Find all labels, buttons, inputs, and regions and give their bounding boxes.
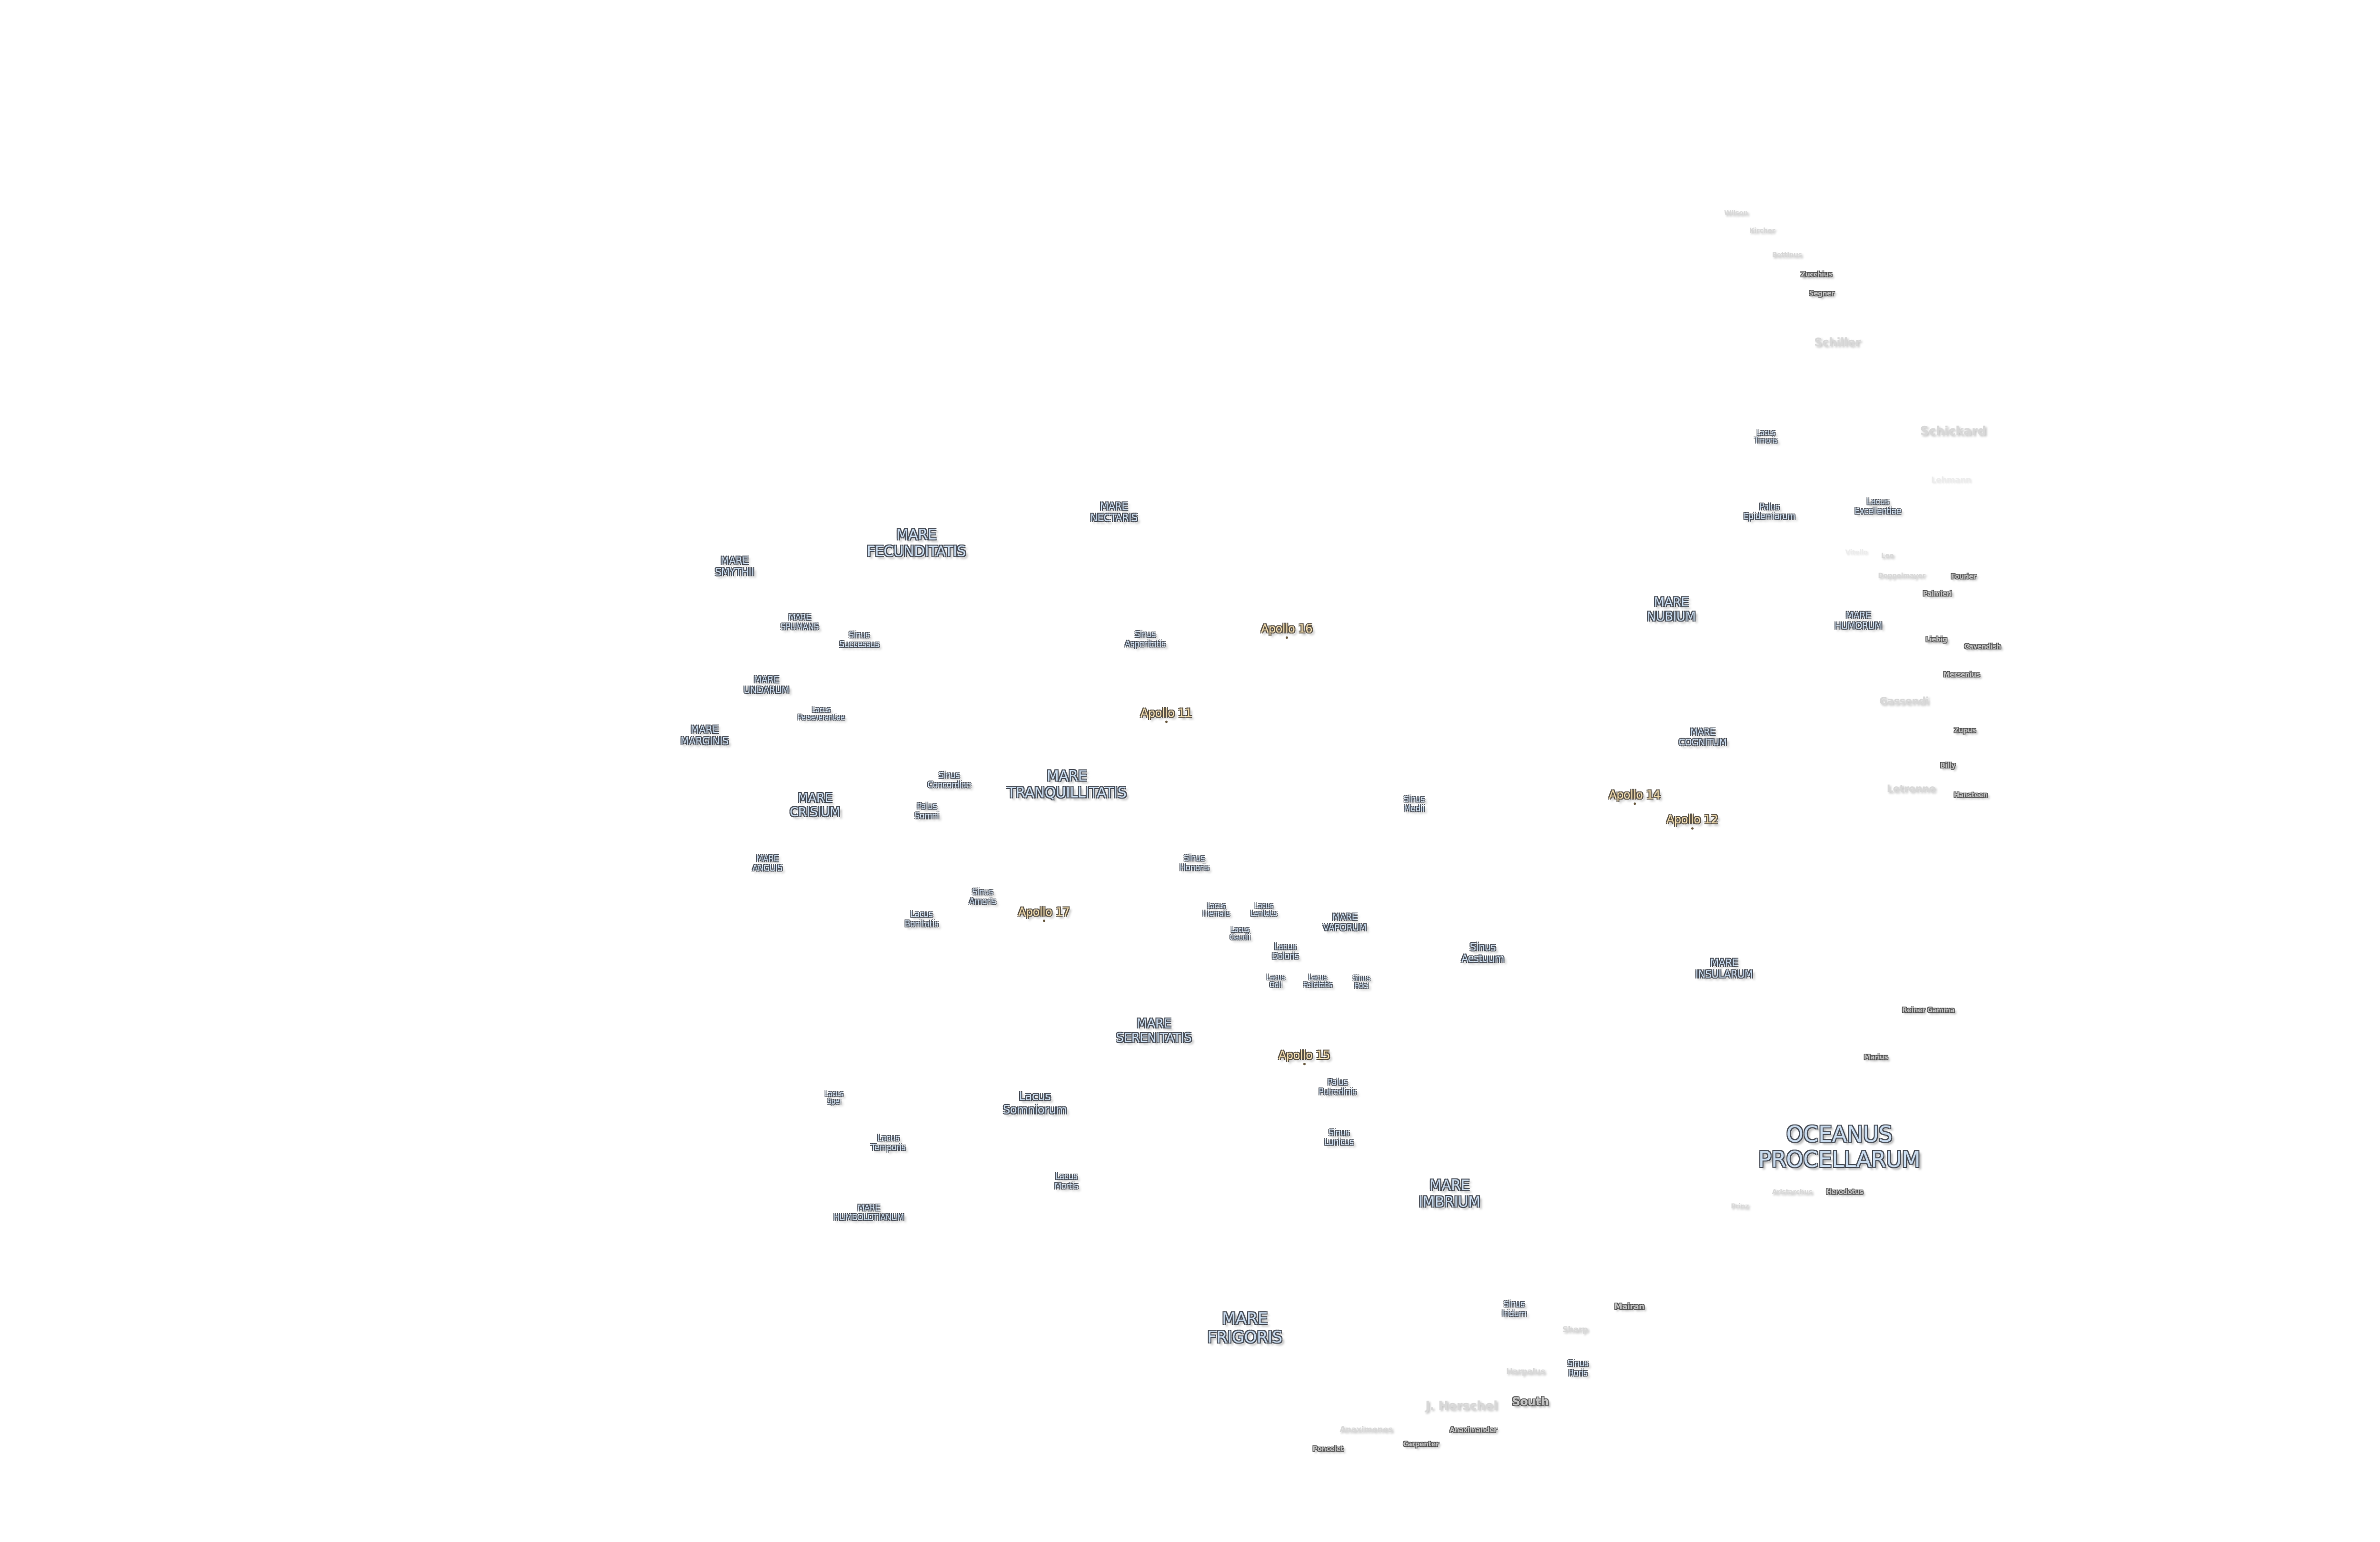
- crater-mersenius-label: Mersenius: [1943, 671, 1980, 679]
- apollo-12-landing-label: Apollo 12: [1666, 813, 1718, 830]
- palus-somni-label: Palus Somni: [914, 801, 939, 820]
- sinus-aestuum-label: Sinus Aestuum: [1461, 941, 1504, 964]
- crater-poncelet-label: Poncelet: [1312, 1445, 1344, 1453]
- sinus-honoris-label: Sinus Honoris: [1180, 853, 1209, 872]
- lacus-bonitatis-label: Lacus Bonitatis: [904, 909, 939, 929]
- apollo-16-landing-label: Apollo 16: [1260, 622, 1313, 639]
- lacus-odii-label: Lacus Odii: [1267, 973, 1285, 989]
- lacus-mortis-label: Lacus Mortis: [1054, 1172, 1078, 1191]
- crater-lee-label: Lee: [1881, 552, 1894, 560]
- crater-lehmann-label: Lehmann: [1931, 475, 1972, 485]
- crater-herodotus-label: Herodotus: [1826, 1188, 1863, 1196]
- apollo-17-landing-label: Apollo 17: [1018, 905, 1070, 922]
- crater-hansteen-label: Hansteen: [1954, 791, 1988, 799]
- lacus-lenitatis-label: Lacus Lenitatis: [1250, 902, 1277, 918]
- crater-liebig-label: Liebig: [1925, 635, 1947, 643]
- crater-palmieri-label: Palmieri: [1923, 590, 1952, 598]
- apollo-14-landing-label: Apollo 14: [1608, 788, 1661, 805]
- sinus-medii-label: Sinus Medii: [1404, 794, 1425, 813]
- sinus-asperitatis-label: Sinus Asperitatis: [1125, 630, 1166, 649]
- sinus-roris-label: Sinus Roris: [1567, 1359, 1588, 1378]
- crater-mairan-label: Mairan: [1614, 1302, 1645, 1312]
- crater-kircher-label: Kircher: [1749, 227, 1775, 235]
- crater-gassendi-label: Gassendi: [1879, 695, 1929, 707]
- mare-smythii-label: MARE SMYTHII: [715, 554, 754, 578]
- crater-j-herschel-label: J. Herschel: [1425, 1399, 1497, 1414]
- mare-spumans-label: MARE SPUMANS: [781, 613, 819, 632]
- palus-epidemiarum-label: Palus Epidemiarum: [1743, 502, 1795, 521]
- crater-letronne-label: Letronne: [1886, 782, 1936, 794]
- crater-aristarchus-label: Aristarchus: [1772, 1188, 1813, 1196]
- lacus-temporis-label: Lacus Temporis: [871, 1133, 906, 1152]
- reiner-gamma-label: Reiner Gamma: [1902, 1006, 1954, 1014]
- mare-humboldtianum-label: MARE HUMBOLDTIANUM: [833, 1203, 904, 1222]
- crater-prinz-label: Prinz: [1731, 1202, 1749, 1210]
- lacus-timoris-label: Lacus Timoris: [1755, 429, 1777, 445]
- mare-insularum-label: MARE INSULARUM: [1695, 957, 1753, 980]
- crater-zupus-label: Zupus: [1954, 726, 1976, 734]
- mare-fecunditatis-label: MARE FECUNDITATIS: [867, 526, 966, 560]
- crater-segner-label: Segner: [1809, 289, 1835, 297]
- mare-cognitum-label: MARE COGNITUM: [1678, 727, 1727, 748]
- mare-serenitatis-label: MARE SERENITATIS: [1116, 1017, 1192, 1045]
- palus-putredinis-label: Palus Putredinis: [1319, 1077, 1357, 1097]
- sinus-iridum-label: Sinus Iridum: [1502, 1299, 1527, 1318]
- crater-cavendish-label: Cavendish: [1964, 642, 2001, 651]
- lacus-excellentiae-label: Lacus Excellentiae: [1854, 497, 1901, 516]
- lacus-perseverantiae-label: Lacus Perseverantiae: [798, 706, 844, 722]
- crater-wilson-label: Wilson: [1724, 209, 1748, 217]
- lacus-hiemalis-label: Lacus Hiemalis: [1202, 902, 1230, 918]
- lacus-felicitatis-label: Lacus Felicitatis: [1303, 973, 1332, 989]
- lacus-gaudii-label: Lacus Gaudii: [1230, 926, 1250, 941]
- crater-schickard-label: Schickard: [1920, 424, 1986, 439]
- apollo-15-landing-label: Apollo 15: [1278, 1048, 1330, 1065]
- sinus-fidei-label: Sinus Fidei: [1353, 974, 1370, 990]
- sinus-concordiae-label: Sinus Concordiae: [927, 771, 971, 790]
- sinus-lunicus-label: Sinus Lunicus: [1324, 1128, 1354, 1147]
- mare-nubium-label: MARE NUBIUM: [1646, 595, 1696, 624]
- mare-undarum-label: MARE UNDARUM: [744, 674, 789, 695]
- mare-anguis-label: MARE ANGUIS: [752, 854, 783, 873]
- crater-carpenter-label: Carpenter: [1403, 1440, 1439, 1448]
- mare-crisium-label: MARE CRISIUM: [789, 791, 841, 820]
- mare-marginis-label: MARE MARGINIS: [680, 723, 729, 747]
- crater-billy-label: Billy: [1940, 761, 1955, 770]
- lacus-spei-label: Lacus Spei: [825, 1090, 843, 1106]
- crater-anaximenes-label: Anaximenes: [1339, 1425, 1393, 1435]
- crater-bettinus-label: Bettinus: [1772, 251, 1802, 259]
- crater-harpalus-label: Harpalus: [1506, 1367, 1545, 1377]
- mare-humorum-label: MARE HUMORUM: [1835, 610, 1882, 631]
- mare-frigoris-label: MARE FRIGORIS: [1207, 1309, 1282, 1347]
- crater-schiller-label: Schiller: [1814, 336, 1861, 349]
- mare-imbrium-label: MARE IMBRIUM: [1418, 1177, 1480, 1210]
- crater-anaximander-label: Anaximander: [1449, 1426, 1497, 1434]
- mare-nectaris-label: MARE NECTARIS: [1090, 500, 1138, 524]
- mare-vaporum-label: MARE VAPORUM: [1323, 912, 1367, 933]
- crater-zucchius-label: Zucchius: [1801, 270, 1832, 278]
- sinus-amoris-label: Sinus Amoris: [969, 887, 996, 906]
- crater-south-label: South: [1512, 1395, 1549, 1409]
- crater-vitello-label: Vitello: [1845, 548, 1868, 556]
- sinus-successus-label: Sinus Successus: [839, 630, 879, 649]
- crater-sharp-label: Sharp: [1562, 1325, 1588, 1335]
- apollo-11-landing-label: Apollo 11: [1140, 706, 1192, 723]
- lacus-doloris-label: Lacus Doloris: [1272, 942, 1299, 961]
- mare-tranquillitatis-label: MARE TRANQUILLITATIS: [1007, 768, 1127, 801]
- crater-marius-label: Marius: [1864, 1053, 1888, 1061]
- crater-doppelmayer-label: Doppelmayer: [1878, 572, 1925, 580]
- crater-fourier-label: Fourier: [1951, 573, 1976, 581]
- lacus-somniorum-label: Lacus Somniorum: [1003, 1089, 1067, 1116]
- oceanus-procellarum-label: OCEANUS PROCELLARUM: [1758, 1121, 1921, 1172]
